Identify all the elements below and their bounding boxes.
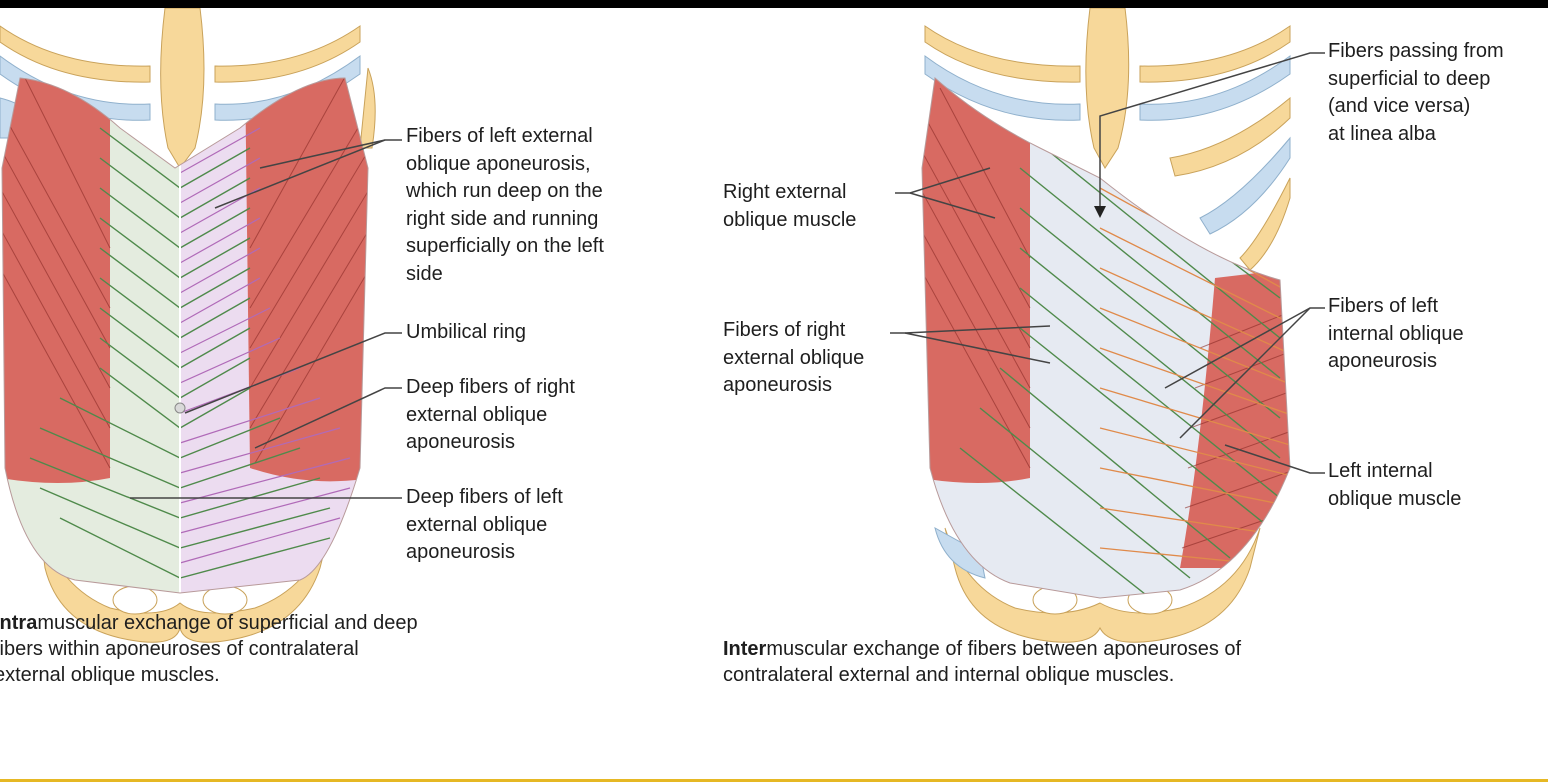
figure-frame: Fibers of left external oblique aponeuro… xyxy=(0,8,1548,782)
umbilical-ring-mark xyxy=(174,402,186,414)
label-fibers-right-ext-oblique: Fibers of right external oblique aponeur… xyxy=(723,319,865,396)
right-pelvis xyxy=(934,527,1261,643)
caption-inter-rest: muscular exchange of fibers between apon… xyxy=(723,638,1242,686)
left-right-ext-muscle xyxy=(2,78,110,483)
caption-intra-bold: Intra xyxy=(0,612,38,634)
right-ext-muscle-shape xyxy=(922,78,1030,483)
label-fibers-left-ext-oblique: Fibers of left external oblique aponeuro… xyxy=(406,125,604,285)
right-sternum xyxy=(1085,8,1130,169)
left-int-muscle-shape xyxy=(1180,268,1290,568)
arrowhead-linea-alba xyxy=(1094,206,1106,218)
label-fibers-left-int-oblique: Fibers of left internal oblique aponeuro… xyxy=(1328,295,1464,372)
label-umbilical-ring: Umbilical ring xyxy=(406,321,527,343)
label-deep-fibers-right-ext: Deep fibers of right external oblique ap… xyxy=(406,376,575,453)
label-right-ext-oblique-muscle: Right external oblique muscle xyxy=(723,181,857,231)
right-leader-lines xyxy=(890,52,1325,474)
label-deep-fibers-left-ext: Deep fibers of left external oblique apo… xyxy=(406,486,563,563)
left-muscle-striations xyxy=(2,78,368,469)
left-aponeurosis xyxy=(2,78,368,593)
caption-inter-bold: Inter xyxy=(723,638,767,660)
anatomy-illustration xyxy=(0,8,1325,643)
caption-intra-rest: muscular exchange of superficial and dee… xyxy=(0,612,418,686)
right-ribcage xyxy=(924,8,1291,271)
caption-intramuscular: Intramuscular exchange of superficial an… xyxy=(0,610,418,688)
left-leader-lines xyxy=(130,139,402,499)
left-sternum xyxy=(160,8,205,169)
left-left-ext-muscle xyxy=(245,78,368,482)
caption-intermuscular: Intermuscular exchange of fibers between… xyxy=(723,636,1241,688)
label-fibers-passing: Fibers passing from superficial to deep … xyxy=(1328,40,1504,145)
label-left-int-oblique-muscle: Left internal oblique muscle xyxy=(1328,460,1462,510)
